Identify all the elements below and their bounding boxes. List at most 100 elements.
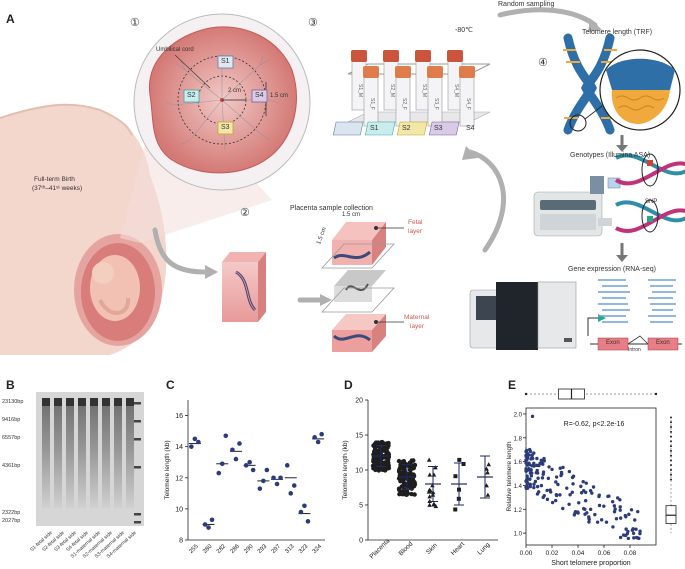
y-tick-label: 8 <box>179 538 183 545</box>
y-tick-label: 15 <box>355 433 363 440</box>
rack-label: S1 <box>370 125 379 132</box>
panel-d-letter: D <box>344 378 353 392</box>
data-point <box>607 494 611 498</box>
data-point <box>570 490 574 494</box>
gel-well <box>78 398 86 406</box>
data-point <box>618 505 622 509</box>
gel-lane <box>78 398 86 508</box>
data-point <box>623 513 628 518</box>
data-point <box>230 447 235 453</box>
data-point <box>545 497 550 502</box>
data-point <box>412 492 417 497</box>
gel-lane <box>66 398 74 508</box>
data-point <box>401 458 407 464</box>
data-point <box>216 470 222 476</box>
panel-e-letter: E <box>508 378 517 392</box>
data-point <box>305 519 311 524</box>
tube-label: S1_F <box>369 98 375 110</box>
collection-label: Placenta sample collection <box>290 205 373 212</box>
data-point <box>545 488 549 493</box>
data-point <box>567 469 572 474</box>
data-point <box>257 486 263 491</box>
data-point <box>433 465 438 470</box>
data-point <box>528 482 532 487</box>
marker-label: 2322bp <box>2 510 21 516</box>
data-point <box>618 498 622 502</box>
panel-b-letter: B <box>6 378 15 392</box>
tube-label: S1_M <box>357 84 363 98</box>
gel-well <box>90 398 98 406</box>
gel-well <box>102 398 110 406</box>
y-tick-label: 20 <box>355 398 363 405</box>
data-point <box>427 472 433 477</box>
data-point <box>541 470 546 474</box>
panel-a-letter: A <box>6 12 15 26</box>
data-point <box>610 500 615 504</box>
read-lines <box>598 279 676 323</box>
tube-label: S3_M <box>421 84 427 98</box>
tube-label: S3_F <box>433 98 439 110</box>
box-right-outlier <box>670 435 672 438</box>
panel-a-figure <box>0 7 685 356</box>
snp-label: SNP <box>645 199 658 205</box>
data-point <box>223 433 229 439</box>
y-axis-label: Telomere length (kb) <box>164 440 171 499</box>
intron-label: Intron <box>628 347 641 353</box>
data-point <box>407 467 413 472</box>
step-4-label: ④ <box>538 57 548 69</box>
data-point <box>243 463 249 468</box>
tube-cap <box>459 66 475 78</box>
marker-label: 23130bp <box>2 399 24 405</box>
two-cm-label: 2 cm <box>228 88 242 94</box>
data-point <box>630 528 635 532</box>
gel-well <box>126 398 134 406</box>
y-tick-label: 1.0 <box>514 532 523 538</box>
s4-label: S4 <box>255 92 264 99</box>
data-point <box>561 465 565 470</box>
data-point <box>430 483 435 488</box>
s3-label: S3 <box>221 124 230 131</box>
workflow-arrows <box>152 7 598 303</box>
data-point <box>597 494 601 499</box>
y-tick-label: 16 <box>175 413 183 420</box>
data-point <box>288 491 294 496</box>
box-top-outlier <box>654 392 658 396</box>
s1-label: S1 <box>221 58 230 65</box>
data-point <box>634 527 638 531</box>
data-point <box>571 482 575 486</box>
data-point <box>233 456 239 462</box>
x-tick-label: Blood <box>398 540 415 557</box>
data-point <box>591 485 596 489</box>
gel-well <box>54 398 62 406</box>
one-point-five-cm-label: 1.5 cm <box>270 93 289 99</box>
box-right-outlier <box>670 430 672 433</box>
tube-cap <box>363 66 379 78</box>
data-point <box>588 507 593 512</box>
fetal-label: Fetal <box>408 219 423 226</box>
data-point <box>431 472 437 477</box>
data-point <box>401 472 406 478</box>
x-tick-label: Heart <box>450 541 466 557</box>
data-point <box>376 458 381 464</box>
data-point <box>537 490 541 494</box>
tube-cap <box>351 50 367 62</box>
data-point <box>524 449 528 454</box>
marker-band <box>134 513 141 516</box>
data-point <box>264 467 270 473</box>
gel-lane <box>114 398 122 508</box>
y-tick-label: 1.6 <box>514 460 523 466</box>
data-point <box>209 517 215 523</box>
data-point <box>579 484 583 489</box>
box-right-outlier <box>670 454 672 457</box>
rna-sequencer <box>469 281 577 350</box>
data-point <box>525 476 530 481</box>
data-point <box>550 500 555 505</box>
x-tick-label: 280 <box>202 543 214 555</box>
data-point <box>237 441 242 446</box>
x-axis-label: Short telomere proportion <box>551 560 630 567</box>
rack-label: S2 <box>402 125 411 132</box>
data-point <box>558 493 562 497</box>
box-top-outlier <box>524 392 528 396</box>
y-tick-label: 1.8 <box>514 436 523 442</box>
